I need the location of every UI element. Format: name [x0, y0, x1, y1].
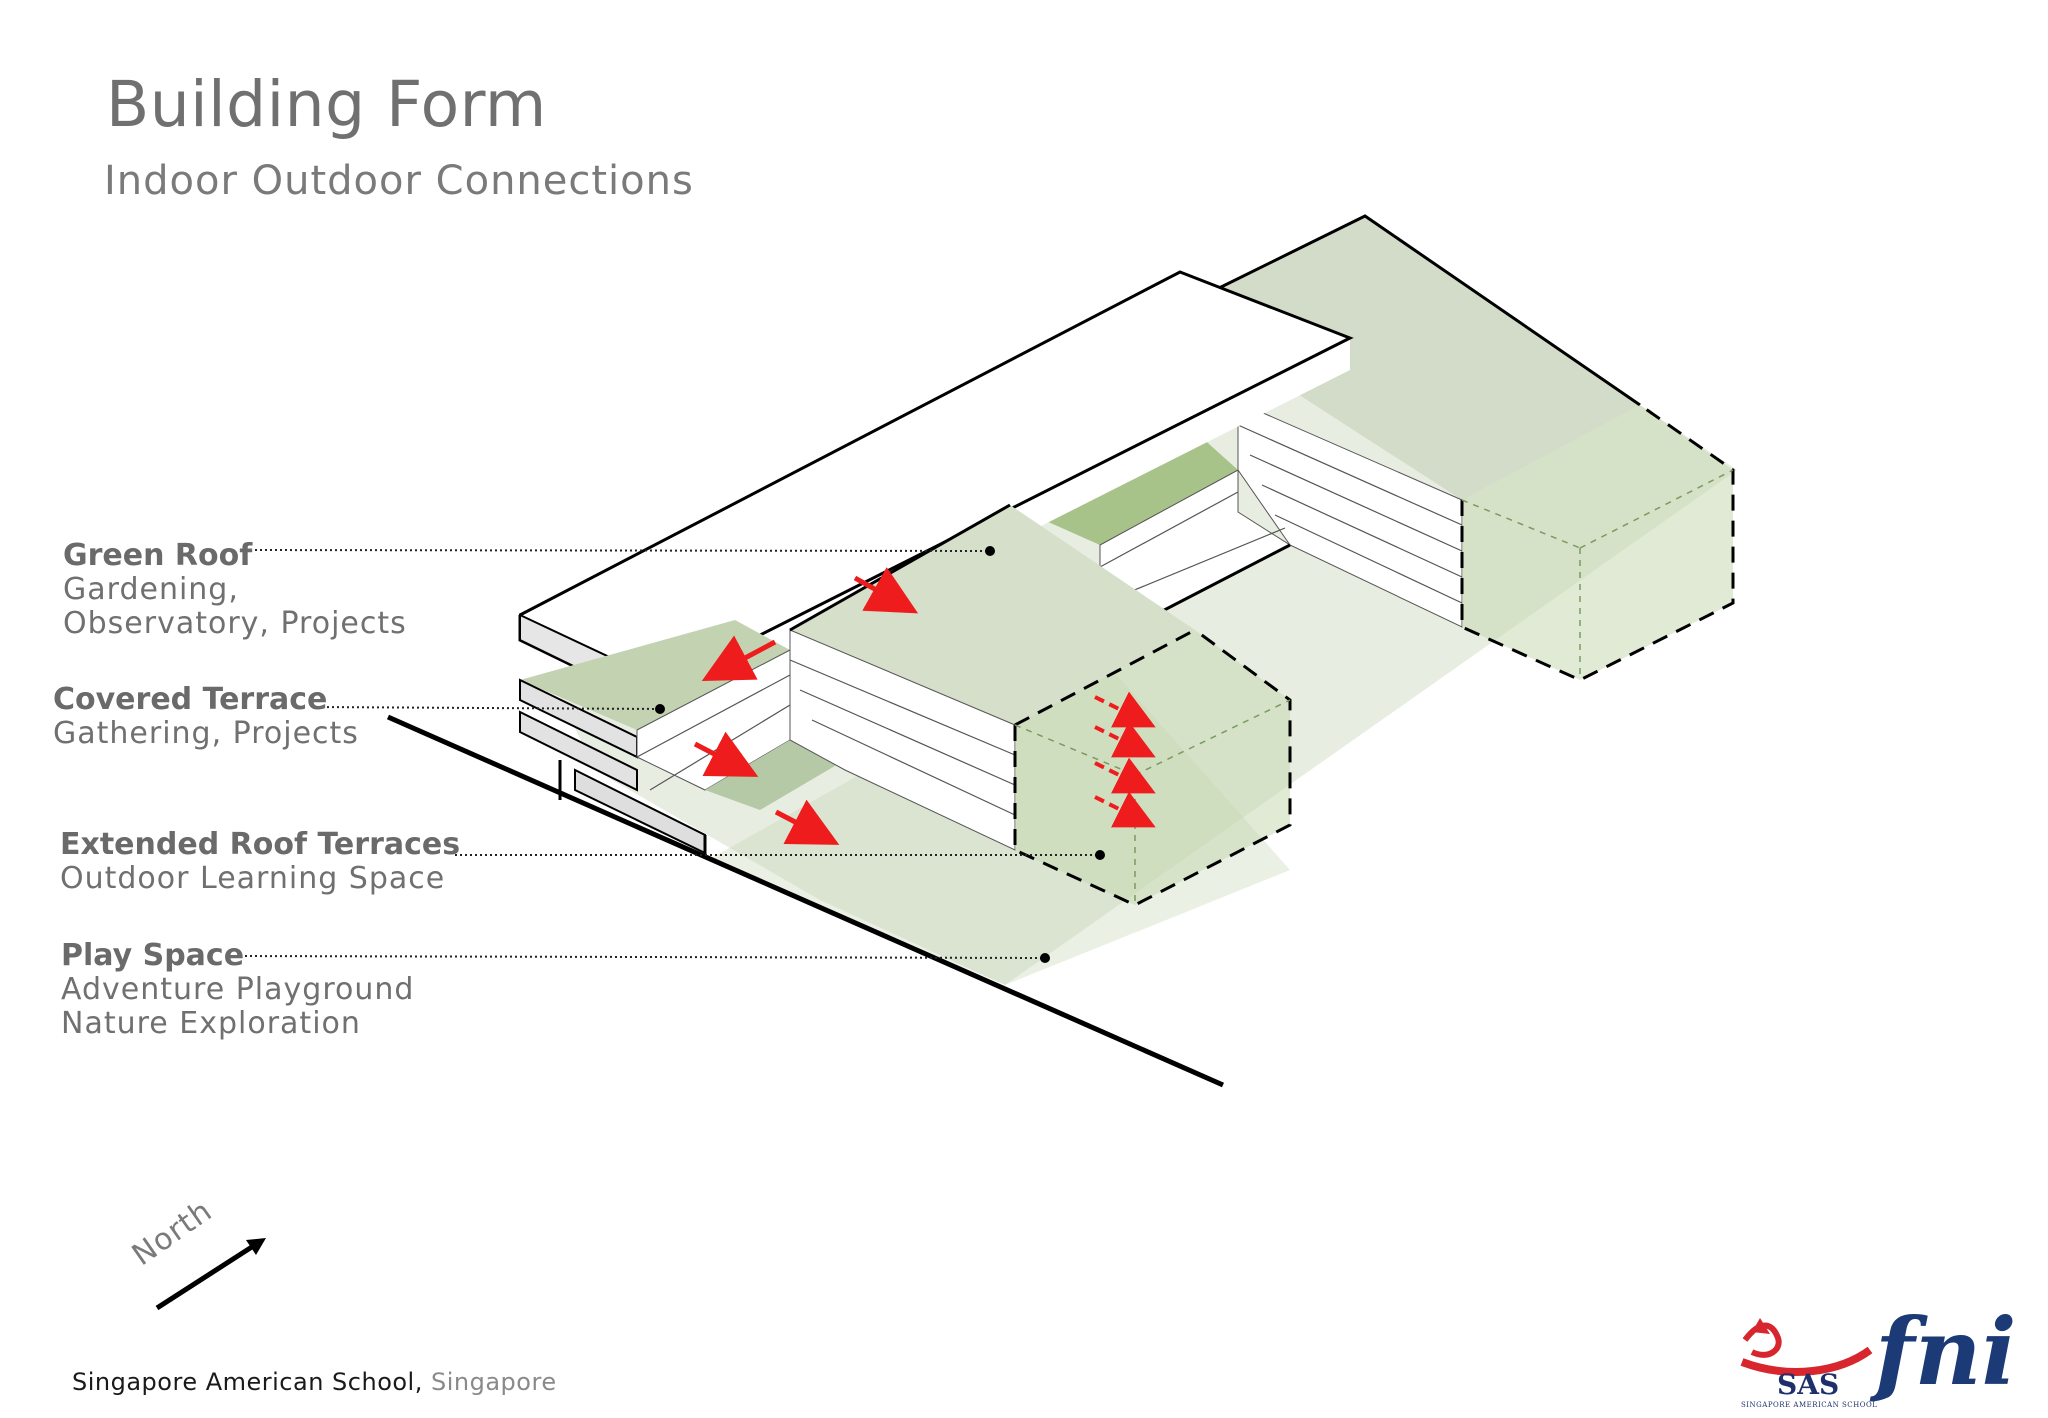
- project-caption: Singapore American School, Singapore: [72, 1368, 557, 1396]
- flow-arrow: [1094, 757, 1156, 794]
- flow-arrow: [1094, 691, 1156, 728]
- page-subtitle: Indoor Outdoor Connections: [104, 158, 694, 204]
- west-end-stack: [519, 678, 707, 855]
- front-block-floor-lines: [789, 659, 1016, 816]
- callout-heading: Green Roof: [63, 538, 253, 573]
- middle-terrace-edge: [1144, 543, 1291, 622]
- lower-roof-terrace: [705, 740, 845, 810]
- flow-arrows: [693, 567, 919, 845]
- rear-block-facade: [1237, 401, 1463, 628]
- project-name: Singapore American School: [72, 1368, 415, 1396]
- callout-line: Outdoor Learning Space: [60, 861, 446, 896]
- site-edge-line: [386, 714, 1225, 1088]
- north-arrow-line: [155, 1240, 260, 1311]
- caption-separator: ,: [414, 1368, 431, 1396]
- green-roof-leader: [244, 549, 991, 552]
- flow-arrow: [701, 635, 777, 682]
- leader-lines: [234, 549, 1100, 959]
- fni-logo: fni: [1875, 1298, 2017, 1406]
- leader-dots: [655, 546, 1105, 963]
- rear-block-outline: [1214, 214, 1641, 407]
- page-title: Building Form: [106, 68, 547, 141]
- callout-heading: Covered Terrace: [53, 682, 328, 717]
- flow-arrow: [774, 799, 840, 845]
- callout-heading: Extended Roof Terraces: [60, 827, 461, 862]
- leader-dot: [1095, 850, 1105, 860]
- rear-glass-box-guides: [1461, 469, 1734, 680]
- rear-block-top: [1215, 216, 1640, 500]
- covered-terrace-leader: [311, 706, 661, 710]
- leader-dot: [985, 546, 995, 556]
- rear-block-floor-lines: [1237, 424, 1463, 604]
- sas-logo-text: SAS: [1777, 1368, 1840, 1401]
- dashed-flow-arrows: [1094, 691, 1156, 828]
- rear-glass-box-front: [1462, 405, 1733, 680]
- flow-arrow: [853, 567, 919, 614]
- play-space-leader: [234, 955, 1046, 959]
- rear-glass-box-edges: [1460, 403, 1735, 682]
- front-block-top: [790, 505, 1195, 725]
- callout-extended-roof-terraces: Extended Roof Terraces Outdoor Learning …: [60, 828, 460, 896]
- sas-logo-tagline: SINGAPORE AMERICAN SCHOOL: [1741, 1401, 1878, 1409]
- callout-line: Gardening,: [63, 572, 239, 607]
- sas-logo-mark: [1740, 1318, 1873, 1376]
- project-location: Singapore: [431, 1368, 557, 1396]
- leader-dot: [1040, 953, 1050, 963]
- front-glass-box-edges: [1013, 628, 1292, 907]
- main-slab-top: [520, 272, 1350, 730]
- callout-green-roof: Green Roof Gardening, Observatory, Proje…: [63, 539, 407, 641]
- callout-line: Gathering, Projects: [53, 716, 359, 751]
- callout-play-space: Play Space Adventure Playground Nature E…: [61, 939, 414, 1041]
- callout-line: Nature Exploration: [61, 1006, 361, 1041]
- callout-covered-terrace: Covered Terrace Gathering, Projects: [53, 683, 359, 751]
- callout-line: Observatory, Projects: [63, 606, 407, 641]
- front-block-facade: [789, 629, 1016, 851]
- flow-arrow: [1094, 791, 1156, 828]
- flow-arrow: [1094, 721, 1156, 758]
- middle-terrace-floor-lines: [1099, 491, 1286, 599]
- north-arrow-head: [246, 1238, 266, 1255]
- callout-line: Adventure Playground: [61, 972, 415, 1007]
- flow-arrow: [693, 731, 759, 777]
- leader-dot: [655, 704, 665, 714]
- callout-heading: Play Space: [61, 938, 245, 973]
